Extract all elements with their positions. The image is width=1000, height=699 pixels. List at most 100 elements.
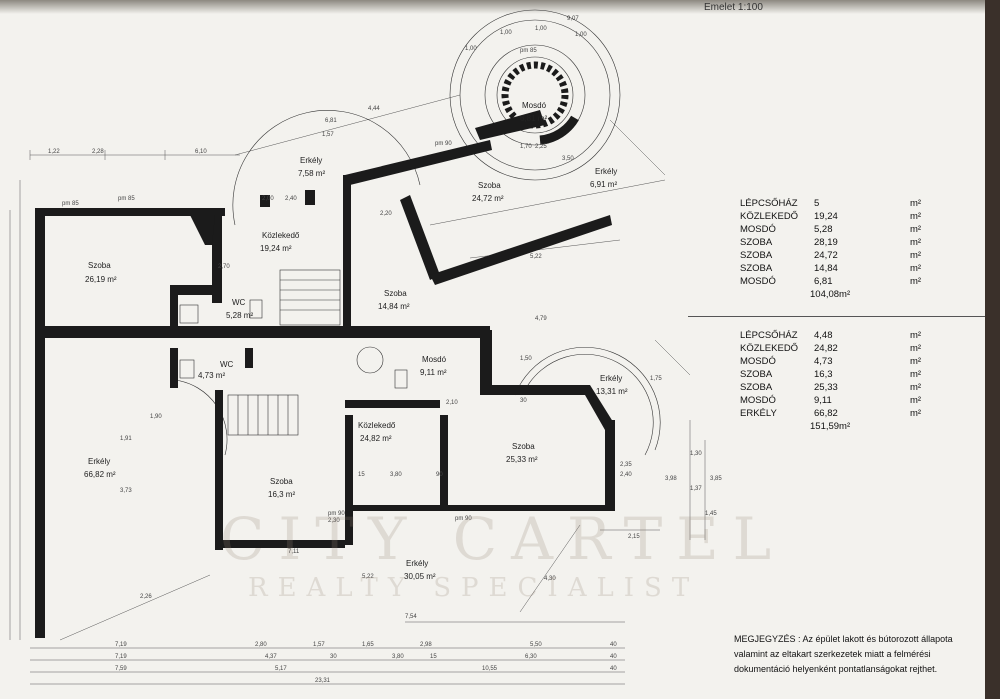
dim-label: 7,19 — [115, 654, 127, 660]
room-name: Mosdó — [422, 355, 447, 364]
room-name: Erkély — [300, 156, 322, 165]
room-name: Szoba — [512, 442, 535, 451]
dim-label: 7,19 — [115, 642, 127, 648]
legend-value: 16,3 — [814, 369, 833, 380]
legend-row: KÖZLEKEDŐ 24,82 m² — [740, 343, 921, 354]
room-name: Erkély — [406, 559, 428, 568]
legend-value: 19,24 — [814, 211, 838, 222]
legend-label: KÖZLEKEDŐ — [740, 343, 799, 354]
room-name: Erkély — [600, 374, 622, 383]
room-area: 24,72 m² — [472, 194, 504, 203]
legend-unit: m² — [910, 343, 922, 354]
room-area: 19,24 m² — [260, 244, 292, 253]
legend-row: MOSDÓ 6,81 m² — [740, 276, 921, 287]
dim-label: pm 90 — [455, 516, 472, 522]
legend-value: 4,48 — [814, 330, 833, 341]
dim-label: 1,57 — [313, 642, 325, 648]
room-area: 66,82 m² — [84, 470, 116, 479]
legend-divider — [688, 316, 985, 317]
dim-label: 2,10 — [446, 400, 458, 406]
scale-label: Emelet 1:100 — [704, 2, 763, 13]
legend-row: SZOBA 28,19 m² — [740, 237, 921, 248]
room-name: Közlekedő — [358, 421, 396, 430]
dim-label: 1,22 — [48, 149, 60, 155]
room-area: 7,58 m² — [298, 169, 325, 178]
dim-label: 1,50 — [520, 356, 532, 362]
legend-row: LÉPCSŐHÁZ 5 m² — [740, 198, 921, 209]
legend-row: SZOBA 25,33 m² — [740, 382, 921, 393]
dim-label: 23,31 — [315, 678, 331, 684]
dim-label: 6,10 — [195, 149, 207, 155]
legend-label: MOSDÓ — [740, 224, 776, 235]
legend-unit: m² — [910, 369, 922, 380]
legend-unit: m² — [910, 408, 922, 419]
dim-label: 30 — [330, 654, 337, 660]
room-name: Erkély — [595, 167, 617, 176]
dim-label: 4,79 — [535, 316, 547, 322]
watermark-text: CITY CARTEL — [220, 505, 786, 573]
dim-label: 2,98 — [420, 642, 432, 648]
legend-label: SZOBA — [740, 263, 773, 274]
walls — [35, 110, 615, 638]
dim-label: 1,00 — [500, 30, 512, 36]
room-area: 4,73 m² — [198, 371, 225, 380]
dim-label: 40 — [610, 666, 617, 672]
room-name: Mosdó — [522, 101, 547, 110]
legend-value: 5 — [814, 198, 820, 209]
legend-label: SZOBA — [740, 250, 773, 261]
dim-label: 4,37 — [265, 654, 277, 660]
area-legend-upper: LÉPCSŐHÁZ 5 m² KÖZLEKEDŐ 19,24 m² MOSDÓ … — [740, 198, 970, 308]
dim-label: 10,55 — [482, 666, 498, 672]
dimension-lines — [9, 94, 706, 685]
staircases — [227, 269, 341, 436]
legend-value: 9,11 — [814, 395, 832, 406]
dim-label: 9,07 — [567, 16, 579, 22]
disclaimer-note: MEGJEGYZÉS : Az épület lakott és bútoroz… — [734, 634, 953, 674]
dim-label: 2,70 — [218, 264, 230, 270]
watermark-subtext: REALTY SPECIALIST — [248, 573, 700, 603]
dim-label: 1,37 — [690, 486, 702, 492]
legend-unit: m² — [910, 330, 922, 341]
dim-label: pm 85 — [118, 196, 135, 202]
dim-label: 5,22 — [362, 574, 374, 580]
dim-label: 3,80 — [390, 472, 402, 478]
legend-unit: m² — [910, 263, 922, 274]
legend-value: 66,82 — [814, 408, 838, 419]
dim-label: 1,45 — [705, 511, 717, 517]
circular-tower — [174, 9, 661, 456]
legend-row: MOSDÓ 4,73 m² — [740, 356, 921, 367]
legend-label: MOSDÓ — [740, 395, 776, 406]
legend-label: SZOBA — [740, 382, 773, 393]
legend-unit: m² — [910, 395, 922, 406]
dimension-labels: 9,07 1,00 1,00 1,00 1,00 6,81 4,44 1,57 … — [48, 16, 722, 684]
legend-label: KÖZLEKEDŐ — [740, 211, 799, 222]
dim-label: 1,00 — [465, 46, 477, 52]
room-area: 5,28 m² — [226, 311, 253, 320]
dim-label: 1,30 — [690, 451, 702, 457]
legend-label: MOSDÓ — [740, 356, 776, 367]
legend-unit: m² — [910, 224, 922, 235]
room-area: 13,31 m² — [596, 387, 628, 396]
legend-label: SZOBA — [740, 369, 773, 380]
legend-row: KÖZLEKEDŐ 19,24 m² — [740, 211, 921, 222]
legend-value: 24,72 — [814, 250, 838, 261]
dim-label: 7,59 — [115, 666, 127, 672]
legend-label: MOSDÓ — [740, 276, 776, 287]
legend-total: 104,08m² — [810, 289, 851, 300]
dim-label: 1,90 — [150, 414, 162, 420]
room-name: Közlekedő — [262, 231, 300, 240]
dim-label: 3,85 — [710, 476, 722, 482]
dim-label: 3,50 — [562, 156, 574, 162]
dim-label: 2,30 — [328, 518, 340, 524]
legend-row: SZOBA 16,3 m² — [740, 369, 921, 380]
dim-label: 6,30 — [525, 654, 537, 660]
dim-label: 7,11 — [288, 549, 300, 555]
dim-label: 3,98 — [665, 476, 677, 482]
dim-label: pm 85 — [62, 201, 79, 207]
dim-label: 7,54 — [405, 614, 417, 620]
legend-unit: m² — [910, 276, 922, 287]
room-labels: Szoba 26,19 m² Közlekedő 19,24 m² Erkély… — [84, 101, 628, 581]
dim-label: 4,44 — [368, 106, 380, 112]
dim-label: 5,50 — [530, 642, 542, 648]
dim-label: 1,65 — [362, 642, 374, 648]
